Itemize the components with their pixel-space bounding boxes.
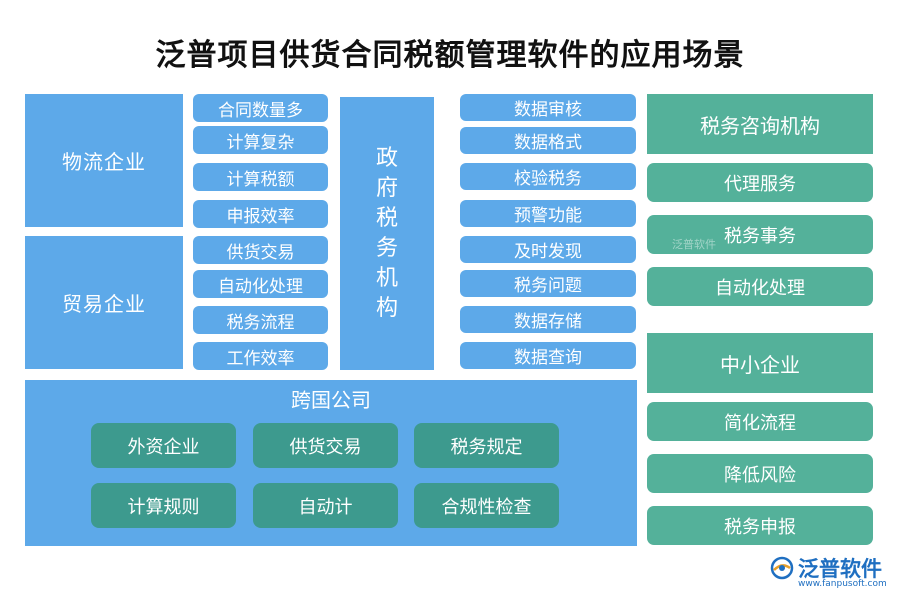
tax-consulting-item: 自动化处理 bbox=[647, 267, 873, 306]
logistics-block: 物流企业 bbox=[25, 94, 183, 227]
multinational-label: 跨国公司 bbox=[291, 388, 371, 412]
tax-consulting-item: 代理服务 bbox=[647, 163, 873, 202]
brand-logo-text: 泛普软件 bbox=[798, 557, 882, 581]
gov-item: 税务问题 bbox=[460, 270, 636, 297]
gov-item: 校验税务 bbox=[460, 163, 636, 190]
trade-item: 自动化处理 bbox=[193, 270, 328, 298]
multinational-item: 税务规定 bbox=[414, 423, 559, 468]
gov-item: 数据格式 bbox=[460, 127, 636, 154]
sme-header: 中小企业 bbox=[647, 333, 873, 393]
multinational-item: 合规性检查 bbox=[414, 483, 559, 528]
government-block: 政府税务机构 bbox=[340, 97, 434, 370]
gov-item: 及时发现 bbox=[460, 236, 636, 263]
logistics-item: 合同数量多 bbox=[193, 94, 328, 122]
trade-block: 贸易企业 bbox=[25, 236, 183, 369]
multinational-item: 自动计 bbox=[253, 483, 398, 528]
gov-item: 数据存储 bbox=[460, 306, 636, 333]
gov-item: 数据审核 bbox=[460, 94, 636, 121]
page-title: 泛普项目供货合同税额管理软件的应用场景 bbox=[155, 38, 745, 73]
logistics-label: 物流企业 bbox=[62, 150, 146, 174]
trade-item: 工作效率 bbox=[193, 342, 328, 370]
multinational-item: 计算规则 bbox=[91, 483, 236, 528]
brand-url: www.fanpusoft.com bbox=[798, 579, 887, 589]
tax-consulting-item: 税务事务 bbox=[647, 215, 873, 254]
brand-logo-icon bbox=[770, 556, 794, 580]
trade-label: 贸易企业 bbox=[62, 292, 146, 316]
sme-item: 简化流程 bbox=[647, 402, 873, 441]
gov-item: 预警功能 bbox=[460, 200, 636, 227]
logistics-item: 计算复杂 bbox=[193, 126, 328, 154]
trade-item: 供货交易 bbox=[193, 236, 328, 264]
gov-item: 数据查询 bbox=[460, 342, 636, 369]
brand-logo: 泛普软件 bbox=[770, 553, 882, 583]
government-label: 政府税务机构 bbox=[375, 145, 398, 321]
trade-item: 税务流程 bbox=[193, 306, 328, 334]
logistics-item: 申报效率 bbox=[193, 200, 328, 228]
sme-item: 降低风险 bbox=[647, 454, 873, 493]
multinational-item: 外资企业 bbox=[91, 423, 236, 468]
logistics-item: 计算税额 bbox=[193, 163, 328, 191]
multinational-item: 供货交易 bbox=[253, 423, 398, 468]
sme-item: 税务申报 bbox=[647, 506, 873, 545]
tax-consulting-header: 税务咨询机构 bbox=[647, 94, 873, 154]
watermark: 泛普软件 bbox=[672, 238, 716, 251]
